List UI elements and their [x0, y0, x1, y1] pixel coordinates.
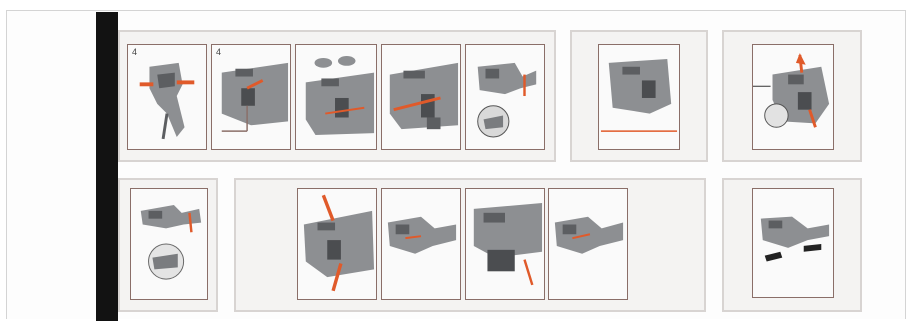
- stripper-cable-magnified-icon: [131, 189, 207, 299]
- step-panel-10: [381, 188, 461, 300]
- stripper-length-stop-icon: [599, 45, 679, 149]
- stripper-side-adjust-icon: [382, 45, 460, 149]
- step-panel-4: [381, 44, 461, 150]
- step-panel-1: 4: [127, 44, 207, 150]
- step-panel-13: [752, 188, 834, 298]
- step-panel-5: [465, 44, 545, 150]
- step-panel-9: [297, 188, 377, 300]
- stripper-squeeze-icon: [298, 189, 376, 299]
- step-panel-12: [548, 188, 628, 300]
- stripper-insert-blade-icon: [296, 45, 376, 149]
- step-panel-7: [752, 44, 834, 150]
- binding-spine: [96, 12, 118, 321]
- stripper-detail-magnified-icon: [466, 45, 544, 149]
- stripper-open-jaws-icon: [382, 189, 460, 299]
- step-panel-2: 4: [211, 44, 291, 150]
- step-panel-11: [465, 188, 545, 300]
- step-panel-8: [130, 188, 208, 300]
- stripper-finished-strip-icon: [549, 189, 627, 299]
- stripper-cut-cable-icon: [466, 189, 544, 299]
- stripper-front-view-icon: [128, 45, 206, 149]
- step-panel-6: [598, 44, 680, 150]
- stripper-press-release-icon: [753, 45, 833, 149]
- stripper-jaw-closeup-icon: [212, 45, 290, 149]
- stripper-with-cable-ends-icon: [753, 189, 833, 297]
- step-panel-3: [295, 44, 377, 150]
